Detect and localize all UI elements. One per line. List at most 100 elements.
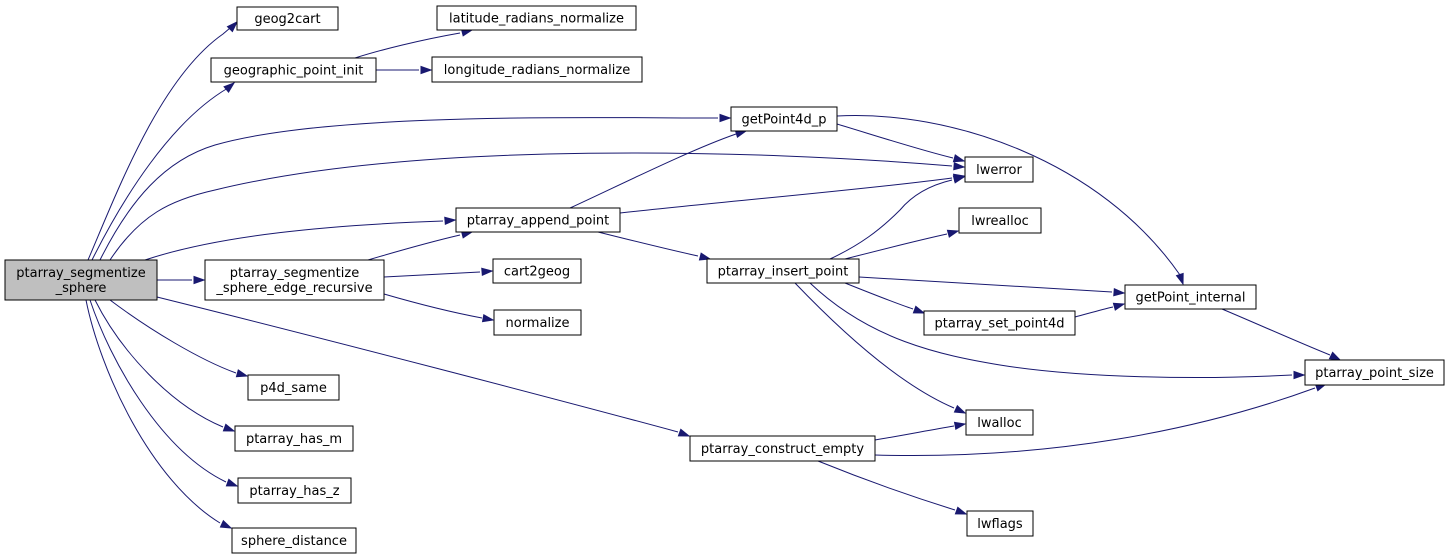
node-ptarray-has-z[interactable]: ptarray_has_z	[237, 477, 352, 504]
node-label: normalize	[506, 316, 570, 331]
node-normalize[interactable]: normalize	[493, 309, 582, 336]
edge-root-to-geog2cart	[87, 20, 239, 261]
node-box	[958, 207, 1042, 234]
node-ptarray-has-m[interactable]: ptarray_has_m	[234, 425, 354, 452]
edge-line	[809, 282, 1293, 379]
node-label: ptarray_has_z	[249, 484, 339, 499]
edge-root-to-ptarray_construct_empty	[156, 296, 691, 437]
node-root[interactable]: ptarray_segmentize_sphere	[4, 259, 158, 301]
node-box	[706, 258, 860, 284]
edge-root-to-p4d_same	[109, 299, 249, 378]
arrowhead	[222, 423, 236, 432]
edge-ptarray_append_point-to-lwerror	[619, 173, 966, 214]
arrowhead	[481, 313, 495, 323]
node-geographic-point-init[interactable]: geographic_point_init	[210, 57, 377, 83]
edge-ptarray_construct_empty-to-lwflags	[817, 460, 968, 515]
node-label: ptarray_construct_empty	[701, 442, 864, 457]
node-ptarray-construct-empty[interactable]: ptarray_construct_empty	[689, 435, 876, 462]
edge-line	[383, 271, 481, 278]
node-latitude-radians-normalize[interactable]: latitude_radians_normalize	[436, 5, 637, 31]
arrowhead	[1112, 302, 1126, 311]
edge-line	[89, 299, 227, 483]
edge-line	[597, 231, 699, 257]
edge-root-to-sphere_distance	[85, 299, 233, 529]
node-ptarray-point-size[interactable]: ptarray_point_size	[1304, 359, 1445, 386]
node-box	[234, 425, 354, 452]
node-box	[689, 435, 876, 462]
node-getPoint-internal[interactable]: getPoint_internal	[1124, 284, 1257, 310]
node-p4d-same[interactable]: p4d_same	[247, 374, 340, 401]
arrowhead	[193, 275, 206, 285]
node-ptarray-segmentize-sphere-edge-recursive[interactable]: ptarray_segmentize_sphere_edge_recursive	[204, 259, 385, 301]
node-label: ptarray_point_size	[1315, 366, 1434, 381]
arrowhead	[952, 154, 966, 163]
arrowhead	[219, 519, 233, 529]
edge-getPoint4d_p-to-getPoint_internal	[836, 115, 1184, 286]
edge-ptarray_segmentize_sphere_edge_recursive-to-cart2geog	[383, 267, 494, 278]
node-lwalloc[interactable]: lwalloc	[965, 409, 1034, 436]
edge-line	[109, 299, 237, 374]
edge-line	[794, 282, 955, 409]
node-geog2cart[interactable]: geog2cart	[236, 6, 339, 31]
edge-line	[91, 87, 229, 261]
edge-line	[874, 387, 1316, 457]
node-box	[436, 5, 637, 31]
arrowhead	[912, 305, 926, 314]
arrowhead	[225, 478, 239, 487]
node-label: lwerror	[976, 163, 1022, 178]
node-box	[1124, 284, 1257, 310]
node-box	[204, 259, 385, 301]
node-box	[923, 310, 1076, 336]
edge-root-to-getPoint4d_p	[99, 113, 732, 261]
edge-line	[85, 299, 221, 524]
node-box	[964, 156, 1034, 183]
edge-line	[156, 296, 679, 433]
arrowhead	[1328, 351, 1342, 361]
node-box	[236, 6, 339, 31]
node-ptarray-append-point[interactable]: ptarray_append_point	[455, 207, 621, 233]
edge-geographic_point_init-to-longitude_radians_normalize	[376, 65, 433, 75]
node-sphere-distance[interactable]: sphere_distance	[231, 527, 357, 554]
edge-line	[874, 425, 955, 441]
node-lwflags[interactable]: lwflags	[966, 510, 1034, 537]
edge-ptarray_insert_point-to-ptarray_set_point4d	[844, 282, 926, 314]
arrowhead	[719, 113, 732, 123]
node-box	[4, 259, 158, 301]
node-lwrealloc[interactable]: lwrealloc	[958, 207, 1042, 234]
edge-line	[836, 115, 1181, 276]
node-box	[237, 477, 352, 504]
edge-ptarray_segmentize_sphere_edge_recursive-to-ptarray_append_point	[367, 230, 474, 261]
node-getPoint4d-p[interactable]: getPoint4d_p	[730, 106, 838, 132]
node-lwerror[interactable]: lwerror	[964, 156, 1034, 183]
arrowhead	[226, 20, 239, 33]
edge-ptarray_segmentize_sphere_edge_recursive-to-normalize	[383, 293, 495, 323]
edge-line	[858, 276, 1113, 293]
node-cart2geog[interactable]: cart2geog	[492, 258, 582, 284]
node-label: _sphere_edge_recursive	[215, 281, 372, 296]
edge-ptarray_construct_empty-to-ptarray_point_size	[874, 383, 1328, 457]
arrowhead	[946, 229, 960, 238]
arrowhead	[223, 82, 236, 93]
edge-root-to-ptarray_has_m	[94, 299, 236, 432]
node-box	[1304, 359, 1445, 386]
node-ptarray-insert-point[interactable]: ptarray_insert_point	[706, 258, 860, 284]
edge-line	[1074, 306, 1114, 318]
node-ptarray-set-point4d[interactable]: ptarray_set_point4d	[923, 310, 1076, 336]
arrowhead	[481, 267, 494, 277]
node-longitude-radians-normalize[interactable]: longitude_radians_normalize	[431, 56, 643, 83]
edge-getPoint4d_p-to-lwerror	[836, 123, 966, 163]
arrowhead	[235, 369, 249, 378]
edge-root-to-ptarray_append_point	[144, 216, 457, 261]
node-label: ptarray_set_point4d	[935, 317, 1065, 332]
edge-line	[829, 179, 953, 260]
node-label: geog2cart	[254, 12, 320, 27]
edge-ptarray_append_point-to-ptarray_insert_point	[597, 231, 712, 261]
node-label: ptarray_has_m	[246, 432, 342, 447]
node-box	[493, 309, 582, 336]
node-label: sphere_distance	[241, 534, 347, 549]
edge-line	[836, 123, 954, 159]
node-label: lwalloc	[977, 416, 1022, 431]
node-label: latitude_radians_normalize	[449, 12, 624, 27]
arrowhead	[953, 161, 966, 171]
